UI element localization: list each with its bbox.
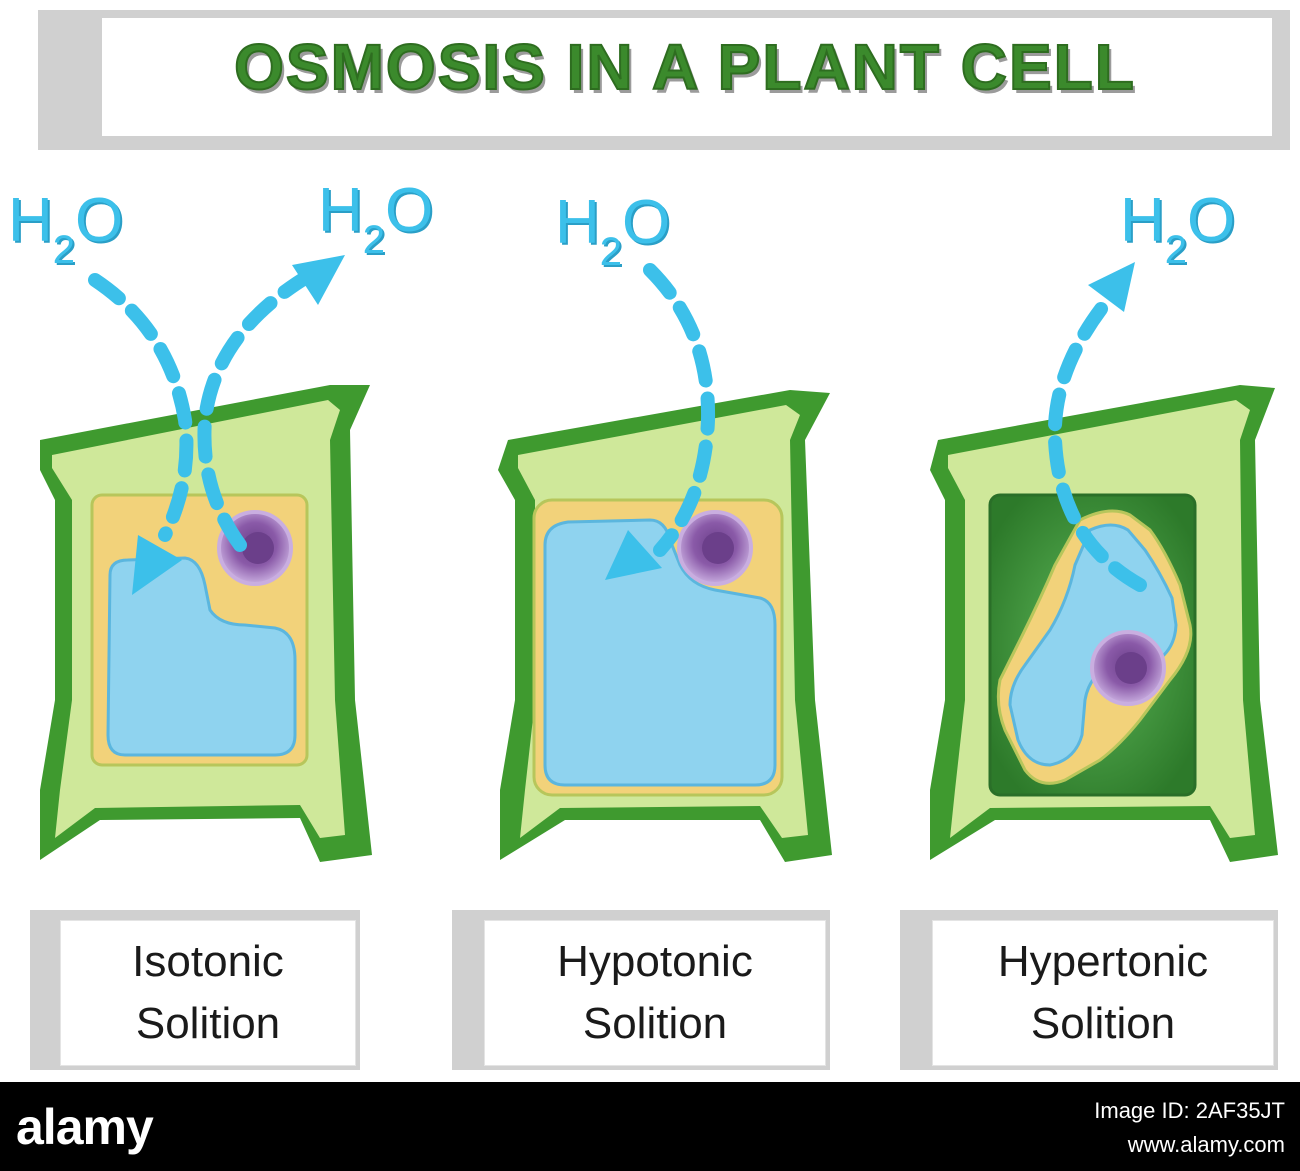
h2o-subscript: 2: [599, 230, 623, 274]
hypertonic-water-out-arrow: [1047, 293, 1147, 592]
h2o-h: H: [1120, 186, 1165, 255]
h2o-o: O: [1187, 186, 1236, 255]
hypertonic-label-line2: Solition: [1030, 999, 1176, 1048]
hypotonic-label-line1: Hypotonic: [557, 937, 753, 986]
isotonic-out-arrowhead: [292, 255, 345, 305]
isotonic-water-out-arrow: [197, 265, 322, 552]
h2o-subscript: 2: [362, 218, 386, 262]
image-id: Image ID: 2AF35JT: [1094, 1098, 1285, 1123]
h2o-o: O: [385, 176, 434, 245]
isotonic-water-in-arrow: [88, 273, 194, 542]
h2o-o: O: [75, 186, 124, 255]
h2o-label-isotonic-in: H2O: [8, 190, 123, 271]
isotonic-in-arrowhead: [132, 535, 182, 595]
isotonic-label-line2: Solition: [135, 999, 281, 1048]
h2o-label-hypotonic-in: H2O: [555, 192, 670, 273]
water-flow-arrows: [88, 263, 1147, 592]
hypotonic-label-line2: Solition: [582, 999, 728, 1048]
h2o-h: H: [318, 176, 363, 245]
hypotonic-water-in-arrow: [643, 263, 716, 557]
hypotonic-label-card: Hypotonic Solition: [484, 920, 826, 1066]
h2o-h: H: [8, 186, 53, 255]
hypertonic-out-arrowhead: [1088, 262, 1135, 312]
h2o-subscript: 2: [52, 228, 76, 272]
site-url: www.alamy.com: [1127, 1132, 1285, 1157]
h2o-h: H: [555, 188, 600, 257]
title-box: [102, 18, 1272, 136]
h2o-subscript: 2: [1164, 228, 1188, 272]
isotonic-label-line1: Isotonic: [132, 937, 284, 986]
isotonic-vacuole: [106, 556, 297, 757]
hypotonic-cell: [498, 390, 832, 862]
alamy-logo: alamy: [16, 1099, 154, 1155]
hypertonic-label-line1: Hypertonic: [997, 937, 1209, 986]
h2o-label-isotonic-out: H2O: [318, 180, 433, 261]
hypertonic-cell: [930, 385, 1278, 862]
isotonic-label-card: Isotonic Solition: [60, 920, 356, 1066]
page-title: OSMOSIS IN A PLANT CELL: [233, 30, 1136, 104]
hypertonic-label-card: Hypertonic Solition: [932, 920, 1274, 1066]
h2o-o: O: [622, 188, 671, 257]
hypotonic-in-arrowhead: [605, 530, 662, 580]
hypotonic-vacuole: [543, 518, 777, 787]
footer-bar: [0, 1082, 1300, 1171]
h2o-label-hypertonic-out: H2O: [1120, 190, 1235, 271]
arrowheads: [132, 255, 1135, 595]
